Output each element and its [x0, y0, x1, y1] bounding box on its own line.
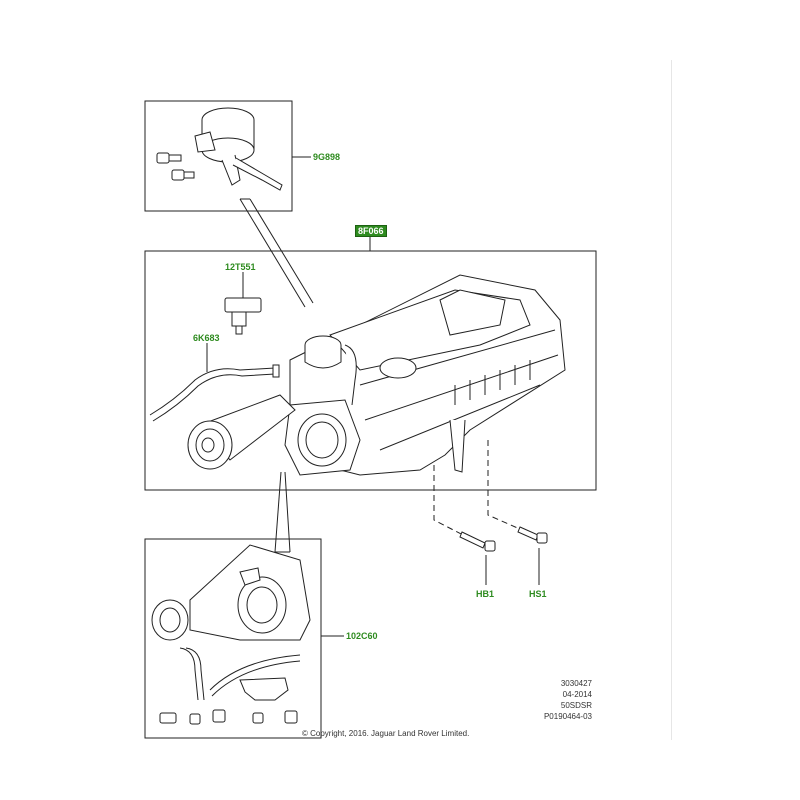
callout-hb1[interactable]: HB1 [476, 589, 495, 599]
inset-fasteners [159, 709, 298, 725]
drawing-info-block: 3030427 04-2014 50SDSR P0190464-03 [500, 678, 592, 722]
bolt-hb-part [459, 531, 496, 552]
inset-top-frame [144, 100, 293, 212]
hose-part [149, 364, 280, 422]
inset-top-pointer-right [249, 198, 314, 304]
callout-8f066[interactable]: 8F066 [355, 225, 387, 237]
callout-9g898[interactable]: 9G898 [313, 152, 341, 162]
callout-102c60[interactable]: 102C60 [346, 631, 378, 641]
page-divider-line [671, 60, 672, 740]
drawing-date: 04-2014 [562, 690, 592, 699]
drawing-number: 3030427 [560, 679, 592, 688]
installed-actuator [304, 335, 357, 406]
callout-12t551[interactable]: 12T551 [225, 262, 256, 272]
bolt-part [156, 152, 195, 181]
bolt-hs-part [517, 526, 548, 544]
inset-bottom-pointer-right [284, 471, 291, 553]
inset-housing-part [151, 544, 311, 641]
drawing-code: 50SDSR [560, 701, 592, 710]
drawing-ref: P0190464-03 [543, 712, 592, 721]
bolt-hs-centerline [487, 440, 523, 531]
throttle-housing [284, 399, 361, 476]
inset-bracket [239, 677, 289, 701]
inset-bottom-frame [144, 538, 322, 739]
bolt-hb-centerline [433, 455, 466, 537]
pulley [187, 394, 296, 470]
inset-bottom-pointer-left [274, 471, 282, 553]
callout-hs1[interactable]: HS1 [529, 589, 547, 599]
inset-hoses [179, 647, 301, 701]
callout-6k683[interactable]: 6K683 [193, 333, 220, 343]
actuator-part [194, 107, 283, 191]
copyright-notice: © Copyright, 2016. Jaguar Land Rover Lim… [302, 729, 470, 738]
inset-top-pointer-left [239, 198, 306, 308]
sensor-part [224, 297, 262, 335]
